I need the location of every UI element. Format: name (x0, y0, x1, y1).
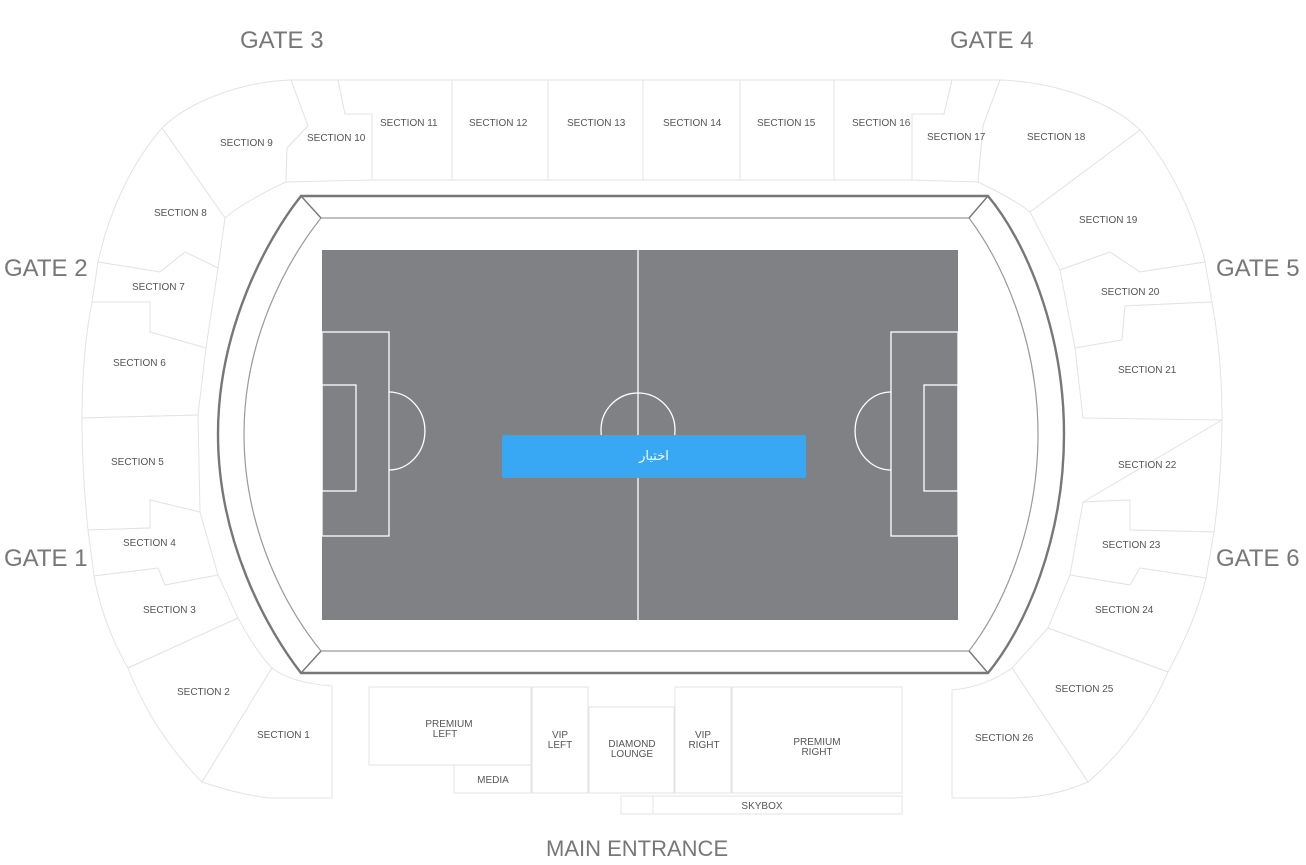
section-2-label: SECTION 2 (177, 687, 230, 698)
vip-left-zone[interactable] (531, 686, 589, 794)
premium-left-zone[interactable] (368, 686, 532, 766)
section-15[interactable] (739, 79, 835, 181)
right-goal-area (923, 384, 959, 492)
section-6[interactable] (81, 301, 207, 419)
section-10-label: SECTION 10 (307, 133, 366, 144)
diamond-lounge-label-line2: LOUNGE (611, 749, 654, 760)
section-12[interactable] (451, 79, 549, 181)
section-7-label: SECTION 7 (132, 282, 185, 293)
gate-4-label: GATE 4 (950, 27, 1034, 54)
section-8-label: SECTION 8 (154, 208, 207, 219)
zone-labels: PREMIUM LEFT MEDIA VIP LEFT DIAMOND LOUN… (425, 719, 840, 812)
section-15-label: SECTION 15 (757, 118, 816, 129)
section-labels: SECTION 1 SECTION 2 SECTION 3 SECTION 4 … (111, 118, 1177, 744)
select-button[interactable]: اختيار (502, 435, 806, 478)
section-9-label: SECTION 9 (220, 138, 273, 149)
gate-3-label: GATE 3 (240, 27, 324, 54)
section-13-label: SECTION 13 (567, 118, 626, 129)
left-goal-area (321, 384, 357, 492)
vip-right-label-line2: RIGHT (688, 740, 719, 751)
vip-right-label-line1: VIP (695, 730, 711, 741)
skybox-label: SKYBOX (741, 801, 782, 812)
main-entrance-label: MAIN ENTRANCE (546, 836, 728, 861)
media-label: MEDIA (477, 775, 509, 786)
media-zone[interactable] (453, 764, 532, 794)
section-24[interactable] (1047, 567, 1207, 673)
right-penalty-arc (854, 391, 892, 471)
diamond-lounge-label-line1: DIAMOND (608, 739, 655, 750)
premium-right-label-line1: PREMIUM (793, 737, 840, 748)
premium-left-label-line2: LEFT (433, 729, 457, 740)
premium-right-label-line2: RIGHT (801, 747, 832, 758)
section-3-label: SECTION 3 (143, 605, 196, 616)
section-1[interactable] (201, 667, 333, 799)
section-12-label: SECTION 12 (469, 118, 528, 129)
gate-5-label: GATE 5 (1216, 255, 1300, 282)
section-14[interactable] (642, 79, 741, 181)
section-1-label: SECTION 1 (257, 730, 310, 741)
section-13[interactable] (547, 79, 644, 181)
vip-left-label-line1: VIP (552, 730, 568, 741)
premium-right-zone[interactable] (731, 686, 903, 794)
section-21[interactable] (1074, 301, 1223, 421)
section-11-label: SECTION 11 (380, 118, 438, 129)
skybox-zone[interactable] (620, 795, 903, 815)
gate-6-label: GATE 6 (1216, 545, 1300, 572)
section-3[interactable] (93, 567, 239, 669)
section-14-label: SECTION 14 (663, 118, 722, 129)
gate-1-label: GATE 1 (4, 545, 88, 572)
section-24-label: SECTION 24 (1095, 605, 1154, 616)
section-19-label: SECTION 19 (1079, 215, 1138, 226)
section-23-label: SECTION 23 (1102, 540, 1161, 551)
vip-right-zone[interactable] (674, 686, 732, 794)
gate-2-label: GATE 2 (4, 255, 88, 282)
section-25-label: SECTION 25 (1055, 684, 1114, 695)
section-26-label: SECTION 26 (975, 733, 1034, 744)
section-16-label: SECTION 16 (852, 118, 911, 129)
left-stand (81, 79, 333, 799)
section-21-label: SECTION 21 (1118, 365, 1177, 376)
section-22-label: SECTION 22 (1118, 460, 1177, 471)
left-penalty-arc (388, 391, 426, 471)
section-4-label: SECTION 4 (123, 538, 176, 549)
section-5-label: SECTION 5 (111, 457, 164, 468)
section-20-label: SECTION 20 (1101, 287, 1160, 298)
section-26[interactable] (951, 667, 1089, 799)
vip-left-label-line2: LEFT (548, 740, 572, 751)
premium-left-label-line1: PREMIUM (425, 719, 472, 730)
section-17-label: SECTION 17 (927, 132, 986, 143)
right-stand (951, 79, 1223, 799)
bottom-stand (368, 686, 903, 815)
section-18-label: SECTION 18 (1027, 132, 1086, 143)
top-stand (285, 79, 1001, 183)
diamond-lounge-zone[interactable] (588, 706, 675, 794)
section-6-label: SECTION 6 (113, 358, 166, 369)
